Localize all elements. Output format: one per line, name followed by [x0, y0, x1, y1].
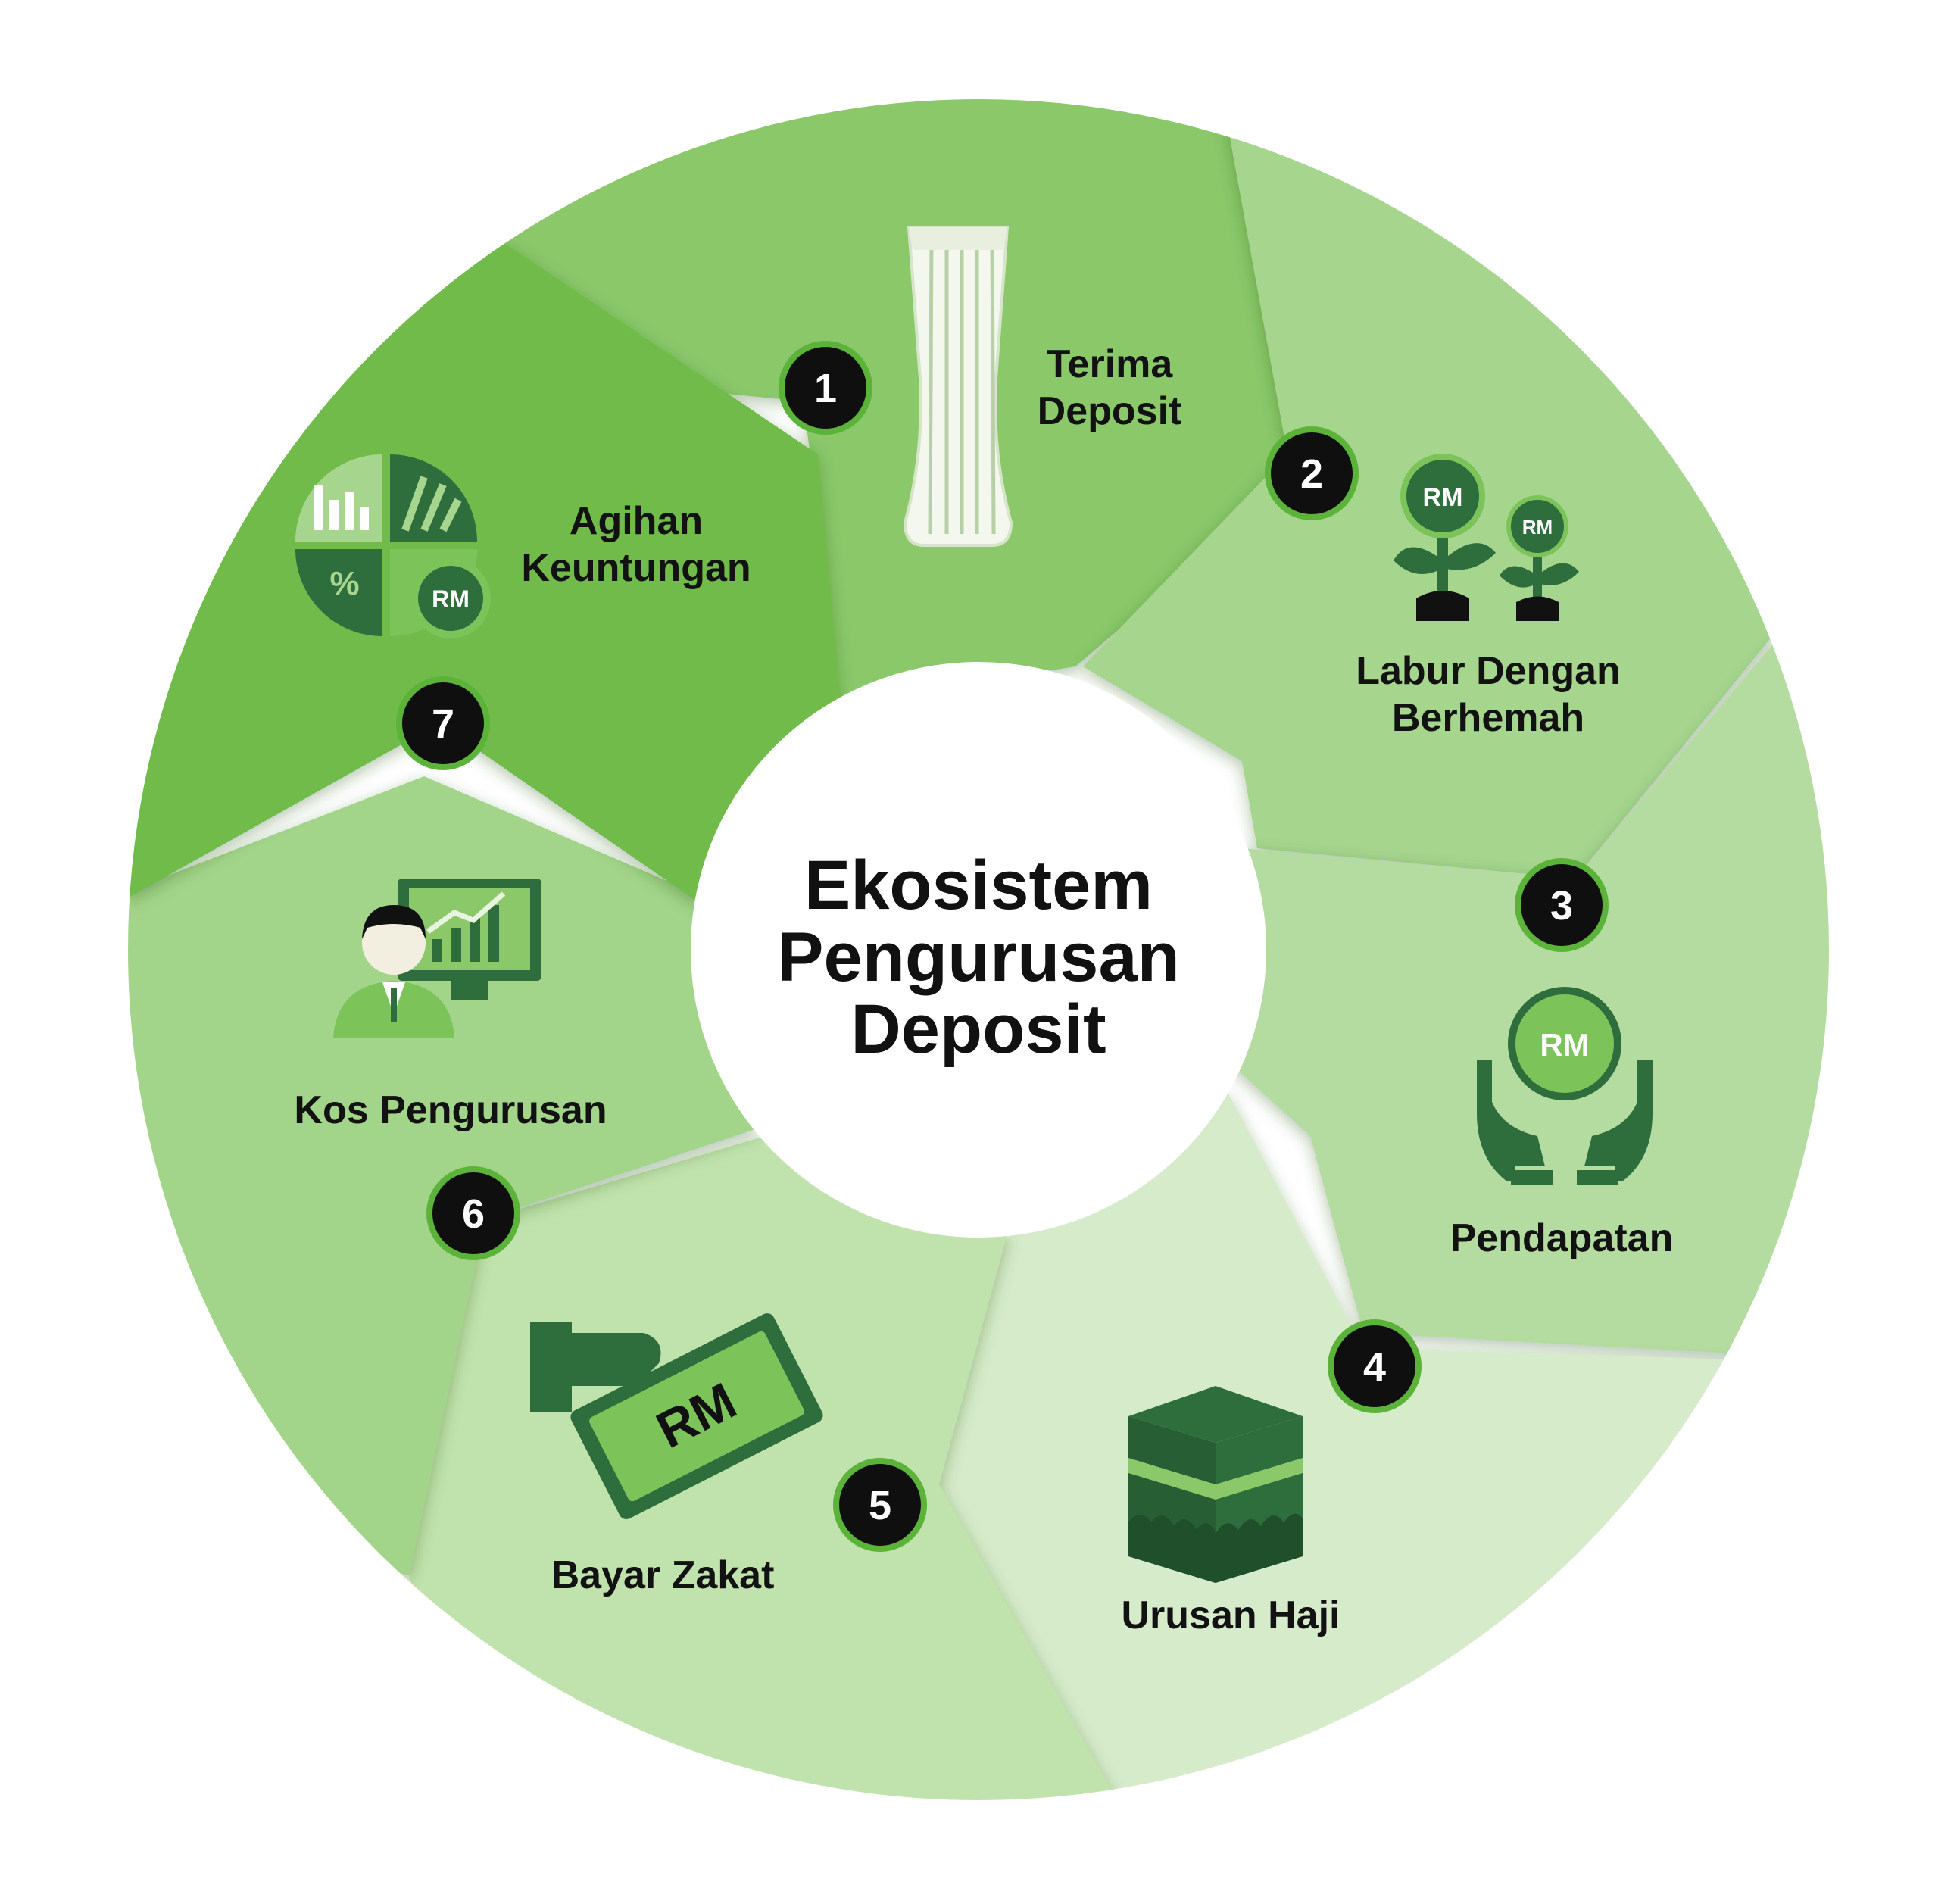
center-circle: [691, 662, 1266, 1238]
step-4-label-line1: Urusan Haji: [1122, 1593, 1340, 1637]
step-6-badge: 6: [426, 1166, 520, 1260]
step-6-label-line1: Kos Pengurusan: [294, 1088, 607, 1132]
step-1-number: 1: [814, 366, 837, 411]
center-title-line2: Pengurusan: [777, 919, 1180, 996]
center-title-line1: Ekosistem: [804, 847, 1153, 924]
tower-icon: [903, 226, 1013, 547]
center-title-line3: Deposit: [850, 991, 1106, 1068]
kaaba-icon: [1128, 1386, 1303, 1583]
step-3-badge: 3: [1515, 858, 1609, 952]
rm-coin-label-7: RM: [432, 585, 470, 613]
hands-coin-icon: RM: [1477, 987, 1653, 1185]
segment-3: [1212, 636, 1829, 1356]
step-2-number: 2: [1300, 451, 1323, 497]
step-4-number: 4: [1363, 1344, 1386, 1390]
step-2-badge: 2: [1265, 426, 1359, 520]
step-2-label-line1: Labur Dengan: [1356, 649, 1621, 693]
step-2-label-line2: Berhemah: [1392, 696, 1584, 740]
step-3-label-line1: Pendapatan: [1450, 1216, 1674, 1260]
rm-coin-label-2: RM: [1522, 516, 1553, 538]
step-7-label-line2: Keuntungan: [521, 546, 751, 590]
step-6-number: 6: [462, 1191, 485, 1237]
step-1-label-line1: Terima: [1047, 342, 1174, 386]
step-3-number: 3: [1550, 883, 1573, 929]
step-7-label-line1: Agihan: [570, 499, 703, 543]
money-plants-icon: RM RM: [1394, 454, 1579, 621]
step-7-number: 7: [432, 701, 454, 747]
step-5-label-line1: Bayar Zakat: [551, 1553, 775, 1597]
step-5-badge: 5: [833, 1458, 927, 1552]
step-7-badge: 7: [396, 676, 490, 770]
segment-6: [128, 776, 757, 1575]
step-4-badge: 4: [1328, 1319, 1422, 1413]
segment-1: [504, 99, 1295, 704]
rm-coin-label-1: RM: [1423, 483, 1463, 512]
step-1-badge: 1: [779, 341, 872, 435]
manager-chart-icon: [333, 879, 541, 1038]
profit-pie-icon: % RM: [295, 454, 491, 638]
hand-banknote-icon: RM: [530, 1313, 823, 1519]
step-5-number: 5: [869, 1483, 891, 1528]
rm-coin-label-3: RM: [1540, 1027, 1589, 1063]
svg-text:%: %: [329, 565, 359, 602]
segment-5: [409, 1136, 1144, 1800]
step-1-label-line2: Deposit: [1038, 389, 1182, 433]
